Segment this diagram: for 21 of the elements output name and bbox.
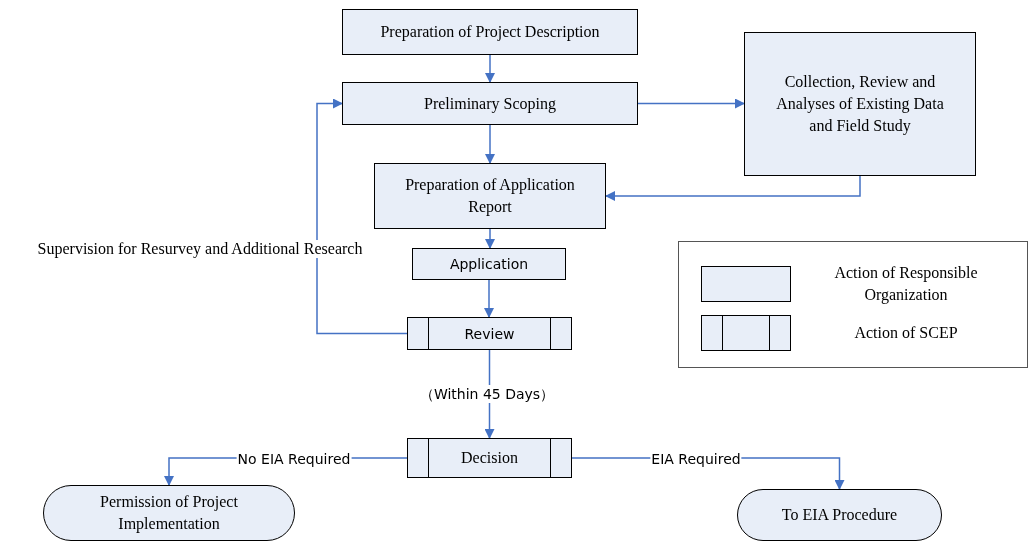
- predefined-process-box: Review: [407, 317, 572, 350]
- arrow: [605, 175, 861, 201]
- edge-label: Supervision for Resurvey and Additional Research: [36, 240, 364, 258]
- process-box: Preparation of Project Description: [342, 9, 638, 55]
- legend-label: Action of SCEP: [853, 323, 959, 343]
- arrow: [637, 98, 745, 109]
- process-box: Preparation of Application Report: [374, 163, 606, 229]
- arrow: [485, 124, 495, 164]
- process-box: Application: [412, 248, 566, 280]
- arrow: [485, 54, 495, 83]
- edge-label: EIA Required: [650, 450, 742, 468]
- legend-label: Action of Responsible Organization: [833, 263, 979, 306]
- arrow: [485, 228, 495, 249]
- terminal-box: Permission of Project Implementation: [43, 485, 295, 541]
- edge-label: No EIA Required: [236, 450, 352, 468]
- arrow: [484, 279, 494, 318]
- terminal-box: To EIA Procedure: [737, 489, 942, 541]
- arrow: [316, 98, 408, 335]
- process-box: Preliminary Scoping: [342, 82, 638, 125]
- predefined-process-box: Decision: [407, 438, 572, 478]
- process-box: Collection, Review and Analyses of Existing Data and Field Study: [744, 32, 976, 176]
